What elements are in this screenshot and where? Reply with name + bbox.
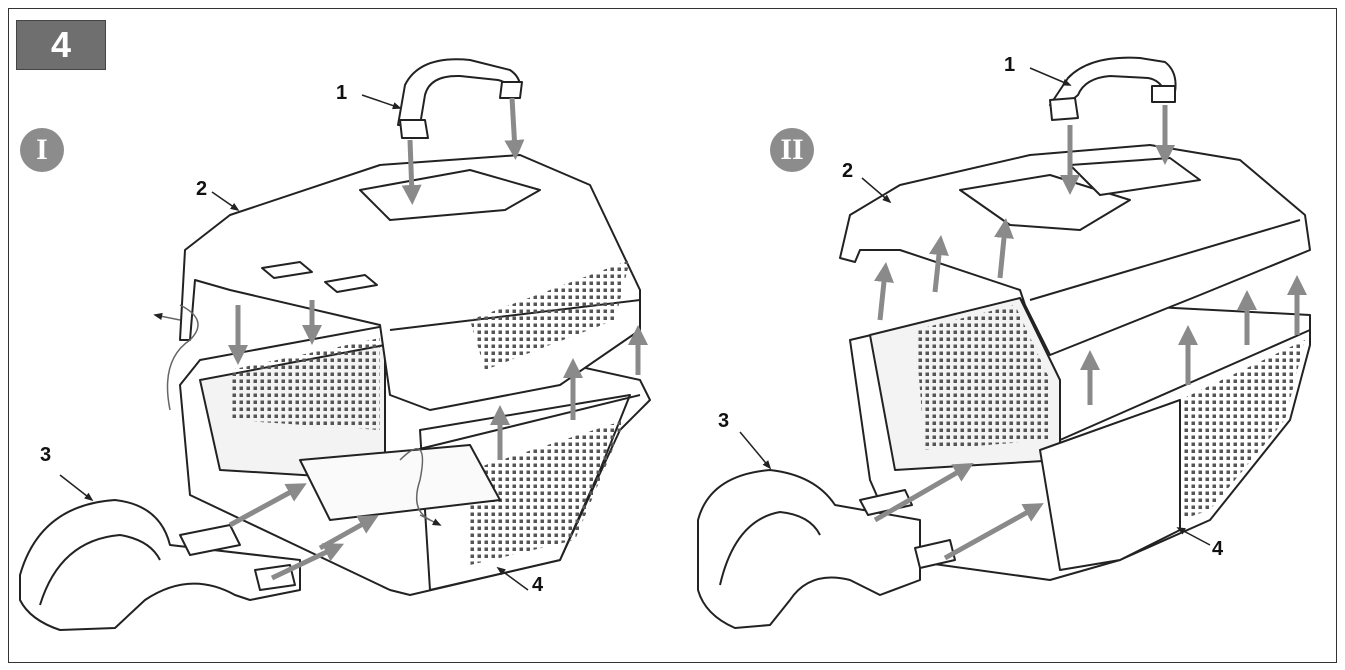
left-callout-lid: 2 bbox=[196, 178, 208, 200]
right-handle bbox=[1049, 56, 1177, 121]
right-callout-handle: 1 bbox=[1004, 54, 1016, 76]
right-front-cover bbox=[697, 469, 956, 629]
right-callout-basket: 4 bbox=[1212, 538, 1224, 560]
left-leader-lines bbox=[59, 94, 529, 591]
right-leader-lines bbox=[739, 67, 1211, 546]
right-lid bbox=[839, 144, 1311, 356]
left-arrows bbox=[228, 97, 648, 581]
left-callout-handle: 1 bbox=[336, 82, 348, 104]
variant-i-label: I bbox=[20, 128, 64, 172]
left-handle bbox=[397, 58, 523, 139]
left-callout-front-cover: 3 bbox=[40, 444, 52, 466]
left-assembly bbox=[19, 58, 651, 631]
variant-ii-label: II bbox=[770, 128, 814, 172]
right-callout-lid: 2 bbox=[842, 160, 854, 182]
right-basket bbox=[849, 297, 1311, 581]
right-assembly bbox=[697, 56, 1311, 629]
right-callout-front-cover: 3 bbox=[718, 410, 730, 432]
step-number-badge: 4 bbox=[16, 20, 106, 70]
left-basket bbox=[179, 324, 651, 596]
left-lid bbox=[179, 154, 641, 411]
right-arrows bbox=[873, 105, 1307, 561]
left-callout-basket: 4 bbox=[532, 574, 544, 596]
